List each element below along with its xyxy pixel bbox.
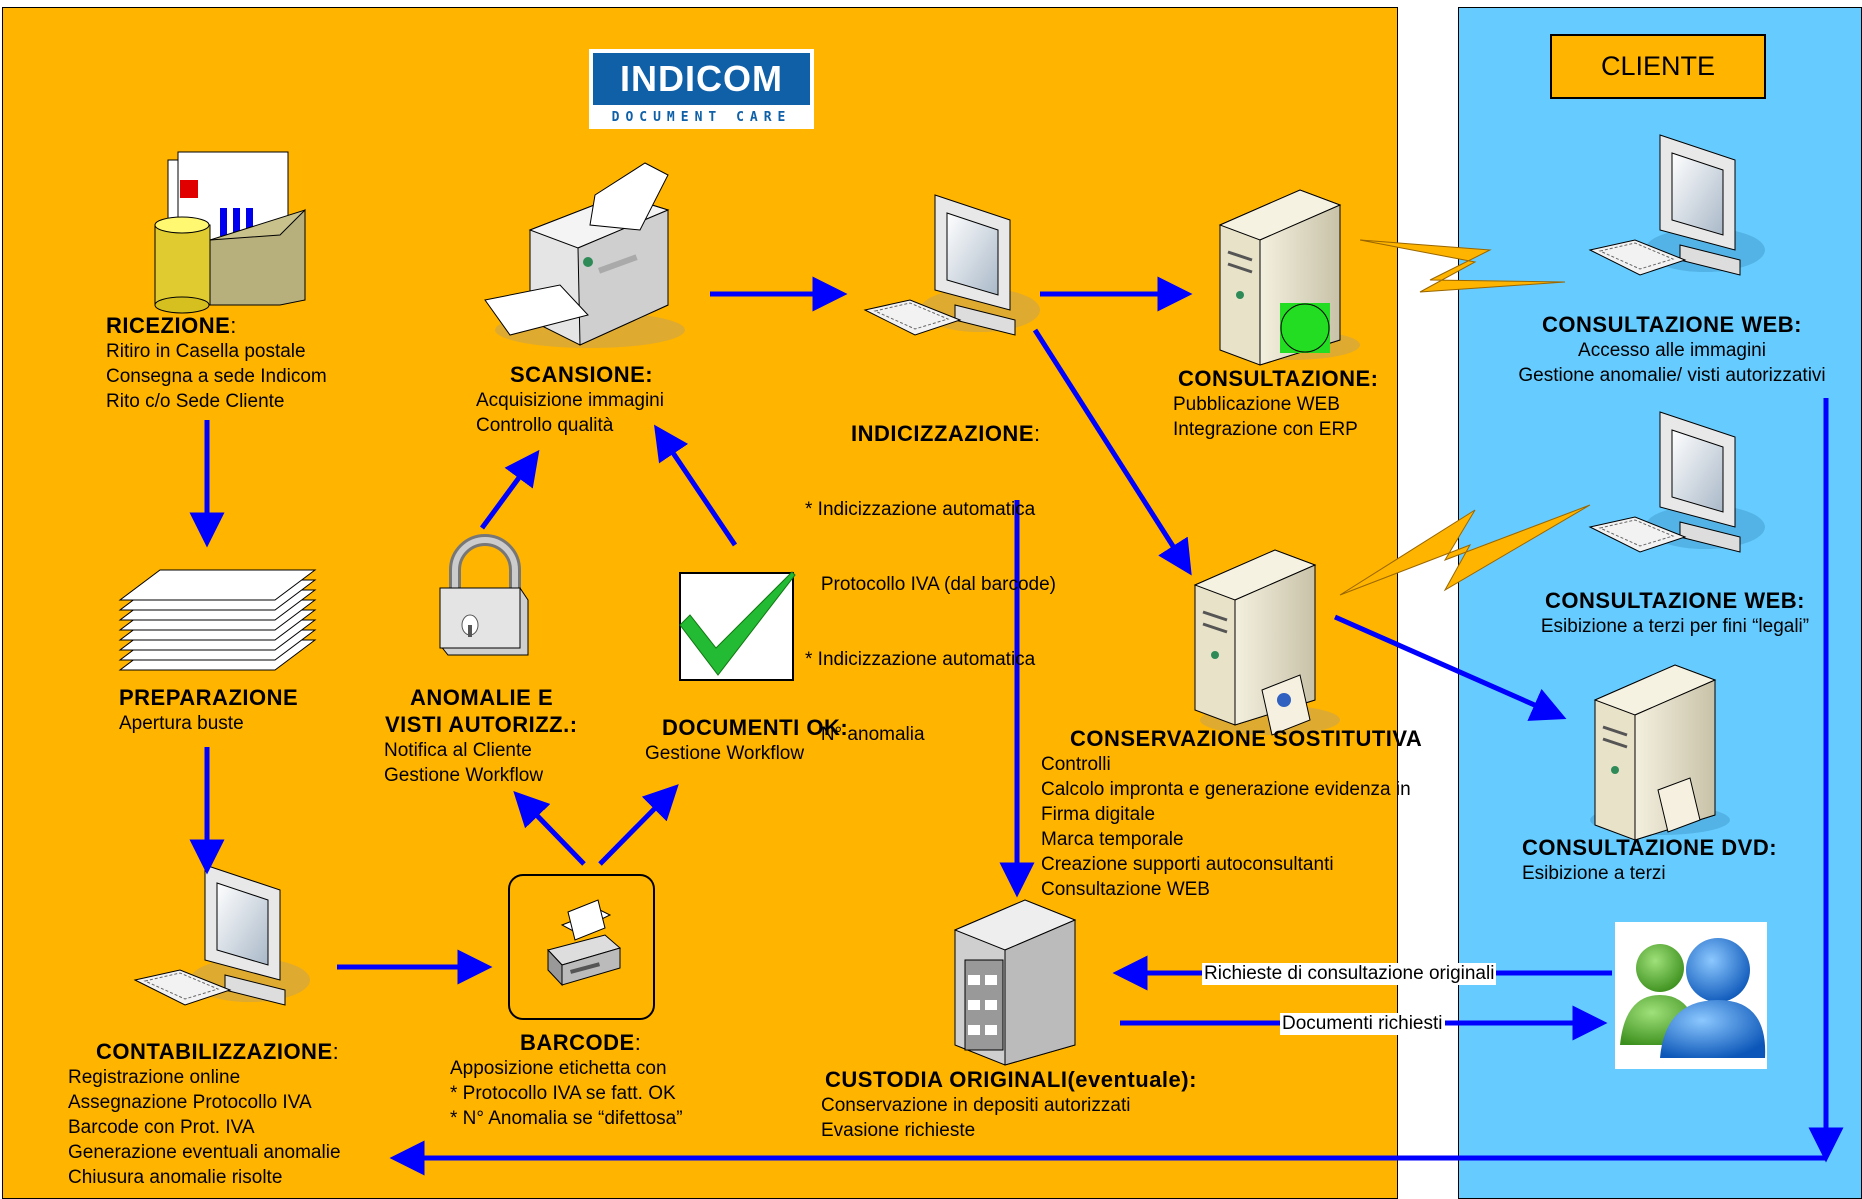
conservazione-line: Consultazione WEB <box>1041 879 1210 900</box>
arrow-indicizzazione-conservazione <box>1032 328 1192 576</box>
consultazione-web-1-line: Gestione anomalie/ visti autorizzativi <box>1518 365 1826 386</box>
anomalie-title-1: ANOMALIE E <box>410 685 554 710</box>
custodia-line: Evasione richieste <box>821 1120 976 1141</box>
node-consultazione-web-1: CONSULTAZIONE WEB: Accesso alle immagini… <box>1492 311 1852 388</box>
archive-building-icon <box>953 899 1077 1066</box>
node-contabilizzazione: CONTABILIZZAZIONE: Registrazione online … <box>68 1038 341 1190</box>
edge-label-documenti-richiesti: Documenti richiesti <box>1280 1013 1445 1035</box>
contabilizzazione-line: Registrazione online <box>68 1067 241 1088</box>
consultazione-title: CONSULTAZIONE: <box>1178 366 1379 391</box>
conservazione-line: Firma digitale <box>1041 804 1156 825</box>
barcode-line: * Protocollo IVA se fatt. OK <box>450 1083 676 1104</box>
ricezione-title: RICEZIONE <box>106 313 231 338</box>
node-indicizzazione: INDICIZZAZIONE: * Indicizzazione automat… <box>805 370 1056 772</box>
consultazione-line: Pubblicazione WEB <box>1173 394 1340 415</box>
lightning-bolt-icon-2 <box>1339 504 1591 596</box>
ricezione-line: Ritiro in Casella postale <box>106 341 306 362</box>
conservazione-line: Calcolo impronta e generazione evidenza … <box>1041 779 1411 800</box>
padlock-icon <box>439 534 529 656</box>
ricezione-line: Rito c/o Sede Cliente <box>106 391 285 412</box>
scansione-title: SCANSIONE: <box>510 362 654 387</box>
consultazione-web-2-line: Esibizione a terzi per fini “legali” <box>1540 616 1810 637</box>
arrow-documenti-ok-scansione <box>654 424 738 547</box>
anomalie-line: Notifica al Cliente <box>384 740 532 761</box>
mail-tray-icon <box>154 151 306 314</box>
node-conservazione: CONSERVAZIONE SOSTITUTIVA Controlli Calc… <box>1041 725 1457 902</box>
consultazione-line: Integrazione con ERP <box>1173 419 1358 440</box>
consultazione-dvd-title: CONSULTAZIONE DVD: <box>1522 835 1778 860</box>
contabilizzazione-suffix: : <box>332 1039 340 1064</box>
consultazione-web-1-title: CONSULTAZIONE WEB: <box>1542 312 1802 337</box>
preparazione-title: PREPARAZIONE <box>119 685 299 710</box>
paper-stack-icon <box>118 569 317 671</box>
computer-icon-indicizzazione <box>863 194 1040 336</box>
server-icon-conservazione <box>1193 549 1340 736</box>
ricezione-suffix: : <box>230 313 237 338</box>
indicizzazione-line: * Indicizzazione automatica <box>805 499 1036 520</box>
node-custodia: CUSTODIA ORIGINALI(eventuale): Conservaz… <box>821 1066 1197 1143</box>
barcode-line: Apposizione etichetta con <box>450 1058 667 1079</box>
indicom-logo: INDICOM DOCUMENT CARE <box>589 49 814 129</box>
node-consultazione-web-2: CONSULTAZIONE WEB: Esibizione a terzi pe… <box>1510 587 1840 639</box>
node-barcode: BARCODE: Apposizione etichetta con * Pro… <box>450 1029 683 1131</box>
documenti-ok-title: DOCUMENTI OK: <box>662 715 849 740</box>
barcode-printer-icon <box>508 874 655 1020</box>
computer-icon-contabilizzazione <box>133 864 310 1006</box>
node-ricezione: RICEZIONE: Ritiro in Casella postale Con… <box>106 312 327 414</box>
barcode-line: * N° Anomalia se “difettosa” <box>450 1108 683 1129</box>
node-preparazione: PREPARAZIONE Apertura buste <box>119 684 298 736</box>
custodia-line: Conservazione in depositi autorizzati <box>821 1095 1131 1116</box>
node-consultazione: CONSULTAZIONE: Pubblicazione WEB Integra… <box>1173 365 1379 442</box>
indicizzazione-line: Protocollo IVA (dal barcode) <box>805 574 1056 595</box>
indicizzazione-line: N° anomalia <box>805 724 925 745</box>
node-documenti-ok: DOCUMENTI OK: Gestione Workflow <box>645 714 848 766</box>
conservazione-line: Controlli <box>1041 754 1111 775</box>
computer-icon-web-2 <box>1588 411 1765 553</box>
node-scansione: SCANSIONE: Acquisizione immagini Control… <box>476 361 664 438</box>
people-icon <box>1615 922 1767 1069</box>
arrow-anomalie-scansione <box>479 449 540 530</box>
server-icon-consultazione <box>1218 189 1360 366</box>
contabilizzazione-title: CONTABILIZZAZIONE <box>96 1039 333 1064</box>
anomalie-title-2: VISTI AUTORIZZ.: <box>385 712 578 737</box>
scanner-icon <box>484 162 685 348</box>
arrow-barcode-documenti-ok <box>598 784 679 866</box>
barcode-suffix: : <box>634 1030 642 1055</box>
custodia-title-suffix: (eventuale): <box>1067 1067 1197 1092</box>
contabilizzazione-line: Assegnazione Protocollo IVA <box>68 1092 312 1113</box>
conservazione-title: CONSERVAZIONE SOSTITUTIVA <box>1070 726 1423 751</box>
edge-label-richieste: Richieste di consultazione originali <box>1202 963 1497 985</box>
logo-tagline: DOCUMENT CARE <box>611 109 792 125</box>
conservazione-line: Marca temporale <box>1041 829 1184 850</box>
arrow-conservazione-dvd <box>1333 614 1567 721</box>
scansione-line: Acquisizione immagini <box>476 390 664 411</box>
node-consultazione-dvd: CONSULTAZIONE DVD: Esibizione a terzi <box>1522 834 1777 886</box>
indicizzazione-suffix: : <box>1034 421 1041 446</box>
contabilizzazione-line: Barcode con Prot. IVA <box>68 1117 255 1138</box>
client-header: CLIENTE <box>1550 34 1766 99</box>
scansione-line: Controllo qualità <box>476 415 614 436</box>
anomalie-line: Gestione Workflow <box>384 765 544 786</box>
node-anomalie: ANOMALIE E VISTI AUTORIZZ.: Notifica al … <box>384 684 578 788</box>
arrow-barcode-anomalie <box>513 791 586 866</box>
lightning-bolt-icon-1 <box>1359 239 1566 293</box>
barcode-title: BARCODE <box>520 1030 635 1055</box>
server-icon-dvd <box>1590 664 1730 841</box>
checkmark-icon <box>679 571 796 681</box>
consultazione-web-1-line: Accesso alle immagini <box>1578 340 1766 361</box>
conservazione-line: Creazione supporti autoconsultanti <box>1041 854 1334 875</box>
indicizzazione-title: INDICIZZAZIONE <box>851 421 1034 446</box>
ricezione-line: Consegna a sede Indicom <box>106 366 327 387</box>
custodia-title: CUSTODIA ORIGINALI <box>825 1067 1068 1092</box>
logo-brand: INDICOM <box>593 53 810 105</box>
preparazione-line: Apertura buste <box>119 713 244 734</box>
documenti-ok-line: Gestione Workflow <box>645 743 805 764</box>
contabilizzazione-line: Generazione eventuali anomalie <box>68 1142 341 1163</box>
indicizzazione-line: * Indicizzazione automatica <box>805 649 1036 670</box>
contabilizzazione-line: Chiusura anomalie risolte <box>68 1167 283 1188</box>
consultazione-dvd-line: Esibizione a terzi <box>1522 863 1666 884</box>
consultazione-web-2-title: CONSULTAZIONE WEB: <box>1545 588 1805 613</box>
computer-icon-web-1 <box>1588 134 1765 276</box>
